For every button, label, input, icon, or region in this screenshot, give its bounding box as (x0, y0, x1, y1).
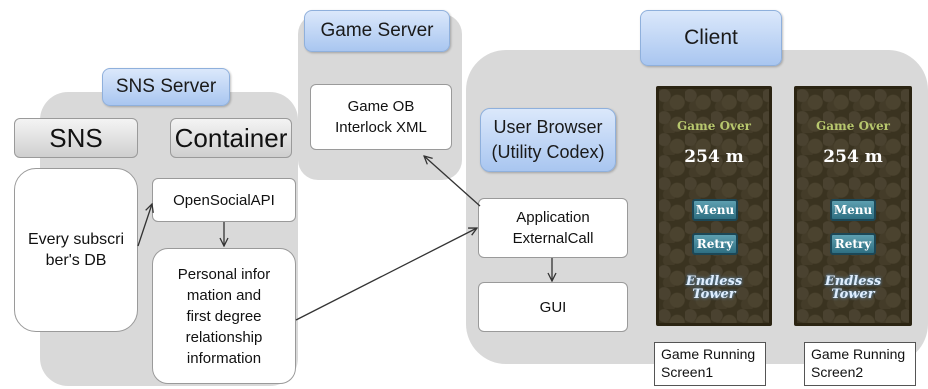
user-browser-label: User Browser (Utility Codex) (480, 108, 616, 172)
arrow-application-to-interlock (424, 156, 481, 207)
arrow-db-to-opensocial (137, 204, 152, 247)
sns-header: SNS (14, 118, 138, 158)
endless-tower-logo: Endless Tower (824, 274, 882, 302)
retry-button[interactable]: Retry (692, 233, 738, 255)
subscriber-db-box: Every subscri ber's DB (14, 168, 138, 332)
sns-server-title: SNS Server (102, 68, 230, 106)
game-screen-2: Game Over 254 m Menu Retry Endless Tower (794, 86, 912, 326)
opensocial-api-box: OpenSocialAPI (152, 178, 296, 222)
distance-text: 254 m (823, 147, 883, 167)
menu-button[interactable]: Menu (692, 199, 738, 221)
personal-info-box: Personal infor mation and first degree r… (152, 248, 296, 384)
retry-button[interactable]: Retry (830, 233, 876, 255)
client-title: Client (640, 10, 782, 66)
game-over-text: Game Over (677, 119, 751, 133)
screen-2-caption: Game Running Screen2 (804, 342, 916, 386)
gui-box: GUI (478, 282, 628, 332)
distance-text: 254 m (684, 147, 744, 167)
screen-1-caption: Game Running Screen1 (654, 342, 766, 386)
game-server-title: Game Server (304, 10, 450, 52)
game-screen-1: Game Over 254 m Menu Retry Endless Tower (656, 86, 772, 326)
endless-tower-logo: Endless Tower (685, 274, 743, 302)
game-over-text: Game Over (816, 119, 890, 133)
application-box: Application ExternalCall (478, 198, 628, 258)
menu-button[interactable]: Menu (830, 199, 876, 221)
interlock-xml-box: Game OB Interlock XML (310, 84, 452, 150)
arrow-personal-to-application (295, 228, 477, 321)
container-header: Container (170, 118, 292, 158)
